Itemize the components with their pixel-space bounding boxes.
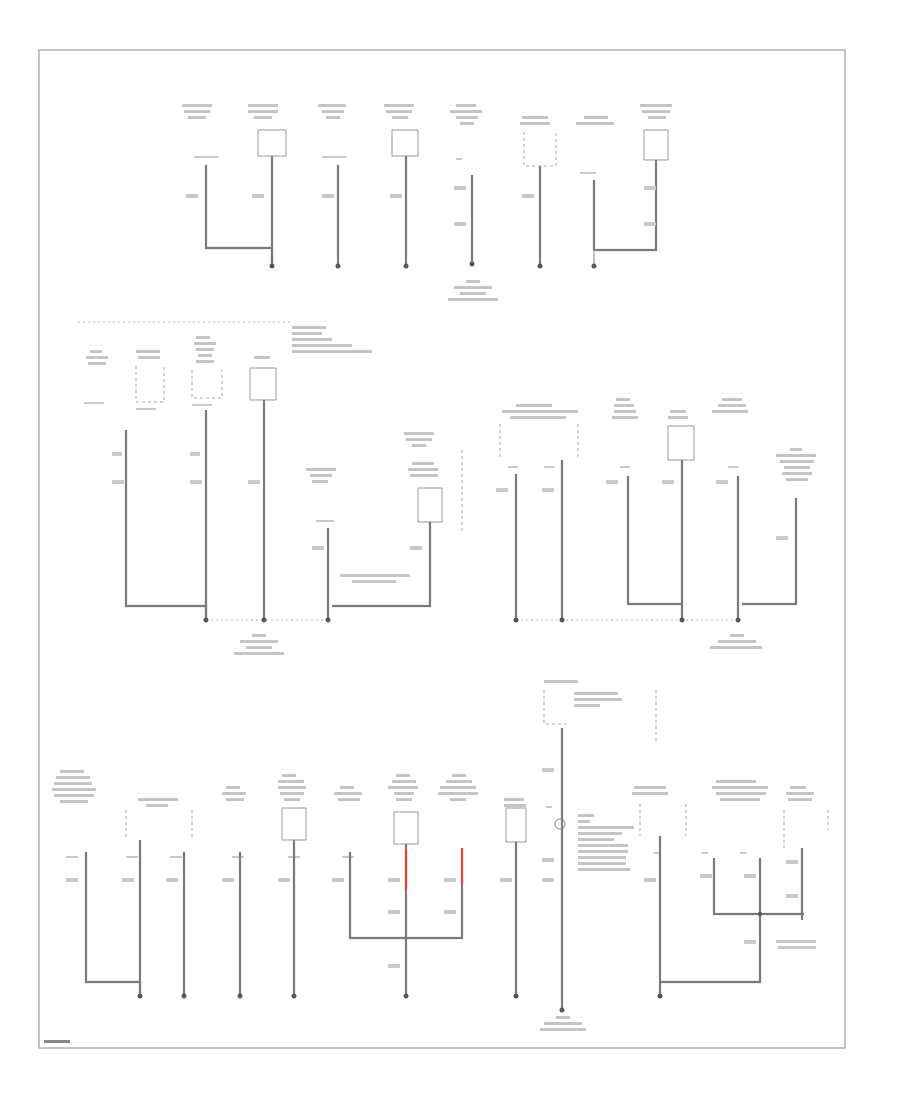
top-section	[182, 104, 672, 301]
wire	[204, 165, 274, 266]
ground-point	[269, 263, 275, 269]
diagram-frame	[38, 49, 846, 1049]
middle-left-section	[84, 336, 463, 655]
middle-right-section	[496, 398, 816, 649]
bottom-section	[52, 680, 829, 1031]
page-code	[44, 1040, 70, 1043]
